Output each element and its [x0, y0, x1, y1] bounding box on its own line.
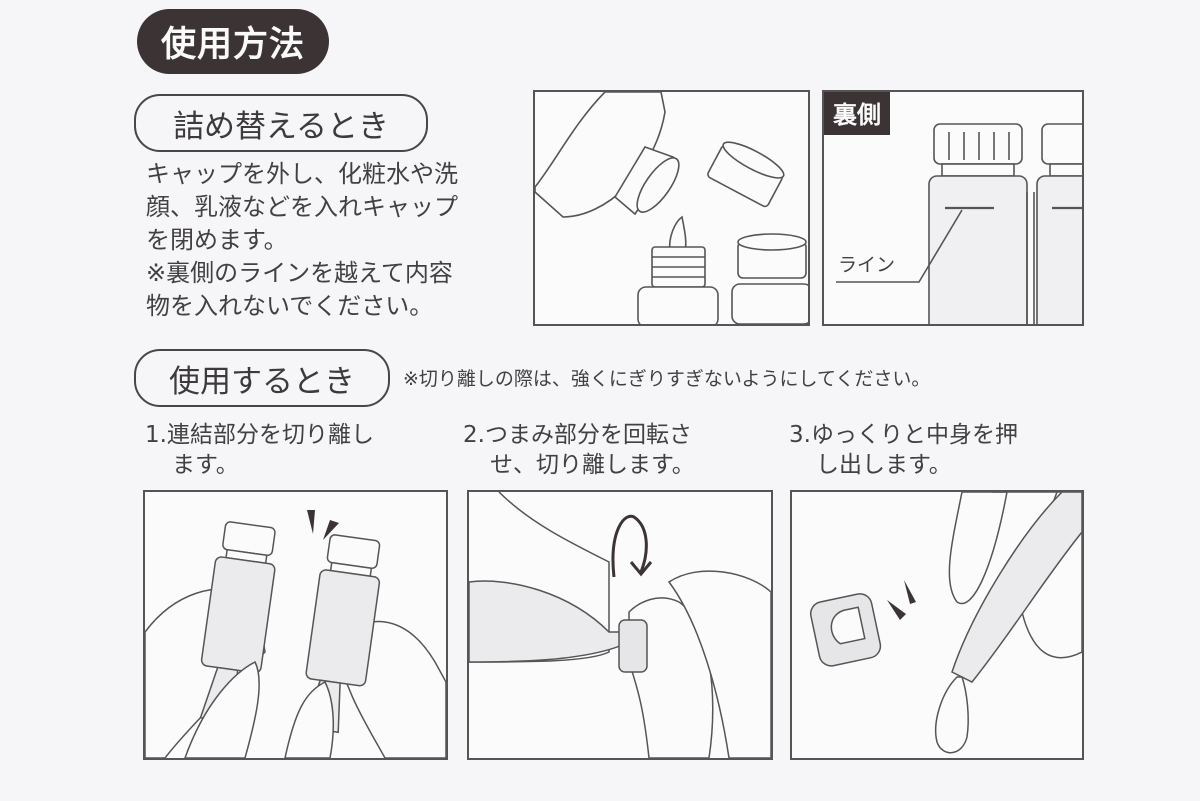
step-2-line1: 2.つまみ部分を回転さ — [463, 422, 692, 448]
step-1-line2: ます。 — [172, 452, 239, 478]
refill-instructions: キャップを外し、化粧水や洗 顔、乳液などを入れキャップ を閉めます。 ※裏側のラ… — [146, 158, 526, 323]
refill-line: を閉めます。 — [146, 226, 288, 254]
step-3-line2: し出します。 — [816, 452, 952, 478]
refill-line: キャップを外し、化粧水や洗 — [146, 160, 458, 188]
use-caution-note: ※切り離しの際は、強くにぎりすぎないようにしてください。 — [403, 368, 931, 390]
squeeze-contents-illustration — [809, 492, 1082, 754]
step-3: 3.ゆっくりと中身を押 し出します。 — [789, 420, 1018, 480]
step-1-illustration — [143, 490, 448, 760]
step-3-line1: 3.ゆっくりと中身を押 — [789, 422, 1018, 448]
line-label: ライン — [838, 254, 896, 276]
refill-line: ※裏側のラインを越えて内容 — [146, 259, 453, 287]
back-side-badge: 裏側 — [824, 92, 890, 135]
refill-illustration — [533, 90, 810, 326]
step-2-illustration — [467, 490, 773, 760]
refill-heading: 詰め替えるとき — [134, 94, 428, 152]
page-title: 使用方法 — [137, 9, 329, 74]
back-side-illustration: 裏側 ライン — [822, 90, 1084, 326]
refill-line: 顔、乳液などを入れキャップ — [146, 193, 458, 221]
step-1: 1.連結部分を切り離し ます。 — [145, 420, 374, 480]
step-2-line2: せ、切り離します。 — [490, 452, 695, 478]
step-2: 2.つまみ部分を回転さ せ、切り離します。 — [463, 420, 695, 480]
back-bottles-illustration — [836, 123, 1082, 324]
refill-bottles-illustration — [535, 92, 808, 324]
step-1-line1: 1.連結部分を切り離し — [145, 422, 374, 448]
twist-tab-illustration — [469, 492, 771, 758]
use-heading: 使用するとき — [134, 349, 390, 407]
separate-bottles-illustration — [145, 510, 446, 758]
refill-line: 物を入れないでください。 — [146, 292, 434, 320]
step-3-illustration — [790, 490, 1084, 760]
